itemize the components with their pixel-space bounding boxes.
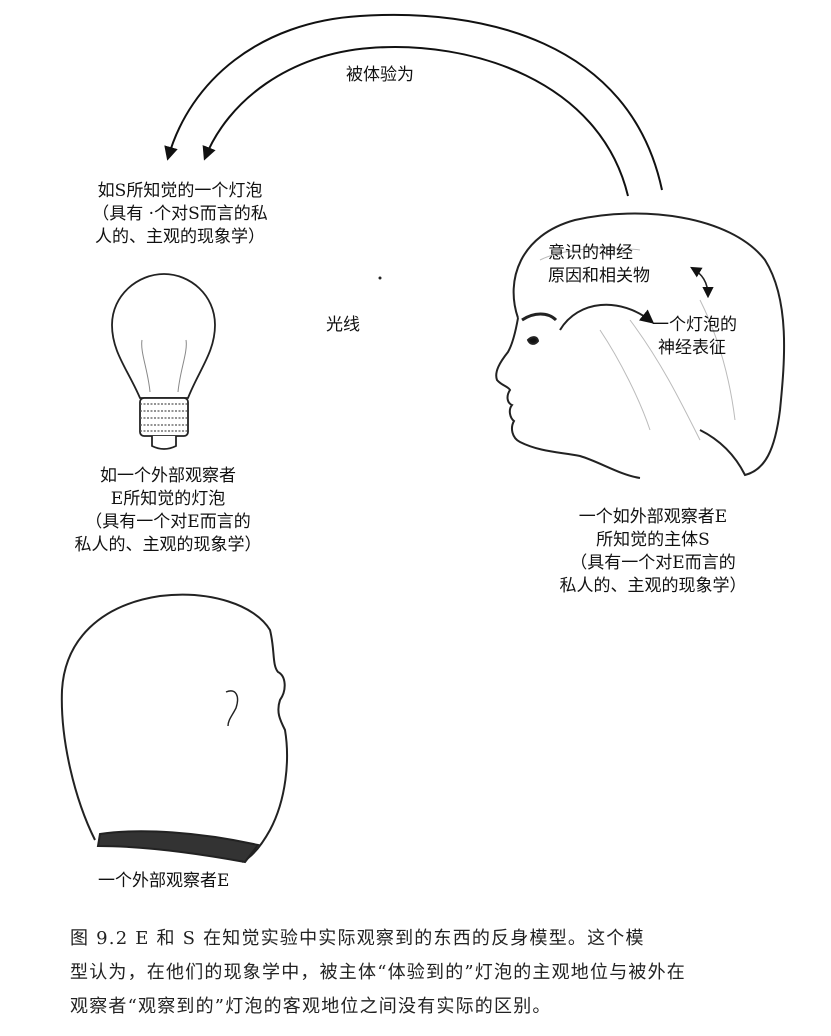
label-line: 如S所知觉的一个灯泡 xyxy=(97,181,263,201)
label-bulb-perceived-by-e: 如一个外部观察者 E所知觉的灯泡 （具有一个对E而言的 私人的、主观的现象学） xyxy=(48,465,288,557)
observer-head-icon xyxy=(60,593,289,864)
subject-head-icon xyxy=(495,212,786,479)
caption-line: 图 9.2 E 和 S 在知觉实验中实际观察到的东西的反身模型。这个模 xyxy=(70,928,645,949)
label-line: 原因和相关物 xyxy=(548,266,650,286)
light-bulb-icon xyxy=(111,273,216,450)
label-line: 一个灯泡的 xyxy=(652,315,737,335)
label-experienced-as: 被体验为 xyxy=(346,65,414,85)
figure-caption: 图 9.2 E 和 S 在知觉实验中实际观察到的东西的反身模型。这个模 型认为，… xyxy=(70,922,790,1024)
experienced-as-arrows xyxy=(164,13,663,197)
label-line: 人的、主观的现象学） xyxy=(95,227,265,247)
label-line: E所知觉的灯泡 xyxy=(110,489,226,509)
inner-arc-arrow xyxy=(202,46,629,197)
label-line: 意识的神经 xyxy=(548,243,633,263)
label-line: （具有 ·个对S而言的私 xyxy=(92,204,268,224)
light-ray-dot xyxy=(378,276,382,280)
label-line: 私人的、主观的现象学） xyxy=(559,576,747,596)
label-observer-e: 一个外部观察者E xyxy=(98,871,230,891)
label-light-rays: 光线 xyxy=(326,315,360,335)
label-line: （具有一个对E而言的 xyxy=(570,553,736,573)
label-subject-s: 一个如外部观察者E 所知觉的主体S （具有一个对E而言的 私人的、主观的现象学） xyxy=(528,506,778,598)
label-bulb-perceived-by-s: 如S所知觉的一个灯泡 （具有 ·个对S而言的私 人的、主观的现象学） xyxy=(60,180,300,249)
label-line: 所知觉的主体S xyxy=(596,530,710,550)
outer-arc-arrow xyxy=(164,13,663,191)
label-neural-representation: 一个灯泡的 神经表征 xyxy=(652,314,772,360)
caption-line: 观察者“观察到的”灯泡的客观地位之间没有实际的区别。 xyxy=(70,996,552,1017)
label-line: 私人的、主观的现象学） xyxy=(74,535,262,555)
label-line: 一个如外部观察者E xyxy=(578,507,728,527)
label-line: 如一个外部观察者 xyxy=(100,466,236,486)
label-line: 神经表征 xyxy=(658,338,726,358)
caption-line: 型认为，在他们的现象学中，被主体“体验到的”灯泡的主观地位与被外在 xyxy=(70,962,687,983)
label-neural-causes: 意识的神经 原因和相关物 xyxy=(548,242,688,288)
label-line: （具有一个对E而言的 xyxy=(85,512,251,532)
